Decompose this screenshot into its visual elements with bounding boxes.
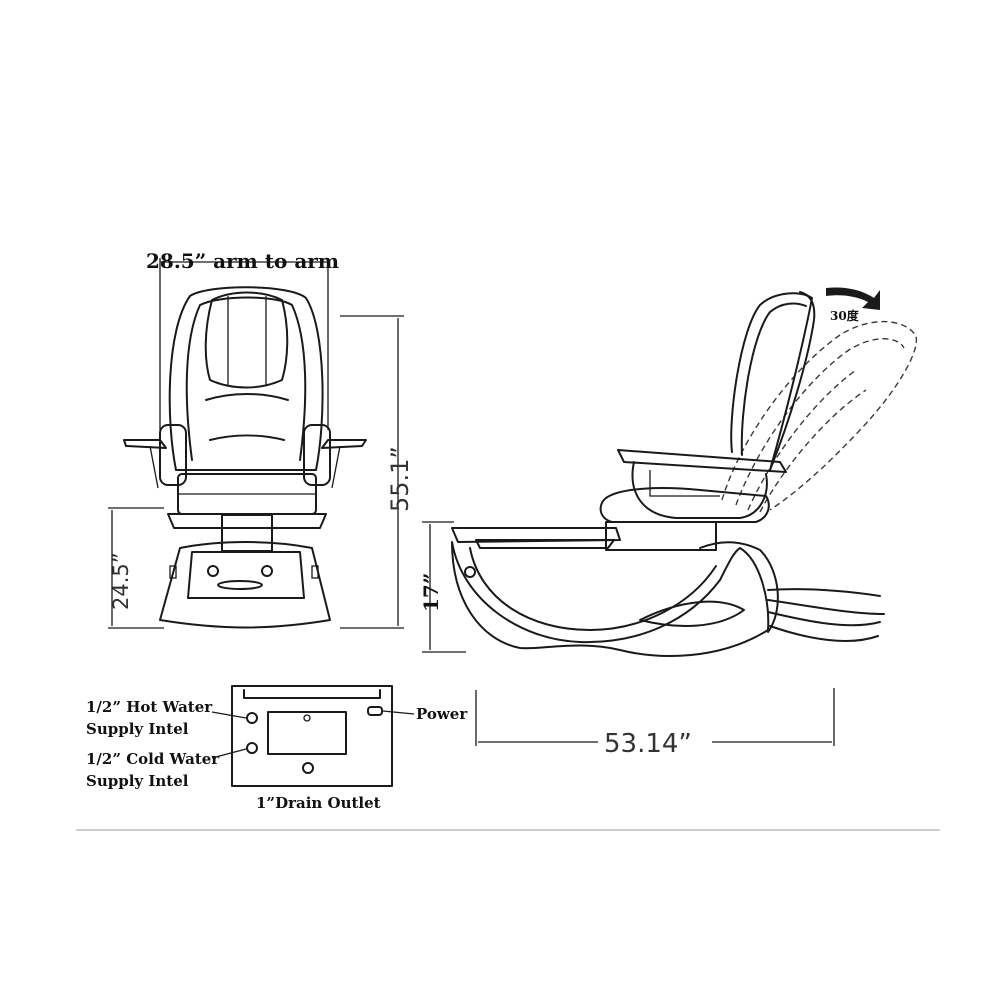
column [221, 514, 273, 552]
backrest-inner [185, 296, 307, 461]
back-cushion-line [209, 434, 285, 441]
headrest-pad [204, 291, 289, 389]
pedestal-panel [187, 551, 305, 599]
tray-right [321, 439, 367, 449]
seat-height-label: 24.5” [109, 552, 133, 610]
armrest-left [159, 424, 187, 486]
side-view: 30度 17” 53.14” [419, 287, 918, 759]
reclined-backrest-inner [759, 389, 867, 513]
hot-water-label-line1: 1/2” Hot Water [86, 698, 213, 716]
power-socket-icon [367, 706, 383, 716]
cold-water-leader [211, 748, 247, 759]
basin-rim [451, 527, 621, 543]
side-armrest [617, 449, 787, 473]
reclined-backrest [721, 320, 918, 511]
armrest-right [303, 424, 331, 486]
basin-height-label: 17” [419, 573, 443, 612]
seat-base [167, 513, 327, 529]
jet-icon [464, 566, 476, 578]
reclined-backrest-inner [747, 369, 857, 511]
drain-outlet-icon [302, 762, 314, 774]
hot-water-label-line2: Supply Intel [86, 720, 189, 738]
hose [767, 611, 881, 627]
power-label: Power [416, 705, 468, 723]
arm-to-arm-label: 28.5” arm to arm [146, 249, 339, 273]
backrest-upright [730, 292, 813, 471]
backrest-upright-inner [740, 302, 807, 456]
hose [767, 599, 885, 615]
reclined-backrest-inner [735, 338, 905, 506]
length-label: 53.14” [604, 729, 692, 759]
backrest-upright-edge [769, 291, 816, 471]
recline-angle-label: 30度 [830, 308, 860, 323]
panel-screw [303, 714, 311, 722]
armrest-brace-left [149, 445, 159, 489]
power-leader [382, 710, 415, 715]
hose [769, 625, 879, 642]
tray-left [123, 439, 167, 449]
side-column [605, 521, 717, 551]
recline-arrow-icon [826, 287, 880, 310]
cold-water-label-line1: 1/2” Cold Water [86, 750, 220, 768]
pedestal-bolt-left [207, 565, 219, 577]
drain-label: 1”Drain Outlet [256, 794, 381, 812]
hot-water-leader [211, 711, 247, 719]
base-rear-curve [699, 541, 779, 633]
panel-outline [231, 685, 393, 787]
footrest [475, 539, 615, 549]
cold-water-inlet-icon [246, 742, 258, 754]
side-seat [599, 487, 770, 523]
pedestal-logo-plate [217, 580, 263, 590]
pedestal [159, 541, 331, 629]
total-height-label: 55.1” [386, 446, 414, 512]
basin-body [451, 541, 770, 657]
back-cushion-line [205, 393, 289, 401]
hot-water-inlet-icon [246, 712, 258, 724]
pedestal-knob-right [311, 565, 319, 579]
armrest-brace-right [331, 445, 341, 489]
front-view: 28.5” arm to arm 24.5” [108, 249, 414, 629]
plumbing-panel: 1/2” Hot Water Supply Intel 1/2” Cold Wa… [86, 685, 468, 812]
pedestal-bolt-right [261, 565, 273, 577]
hose [767, 588, 881, 597]
backrest [168, 286, 324, 471]
basin-inner-curve [469, 547, 717, 631]
panel-access-plate [267, 711, 347, 755]
panel-top-bracket [243, 689, 381, 699]
pedestal-knob-left [169, 565, 177, 579]
base-cutout [639, 600, 745, 627]
cold-water-label-line2: Supply Intel [86, 772, 189, 790]
side-armrest-inner [649, 470, 720, 497]
